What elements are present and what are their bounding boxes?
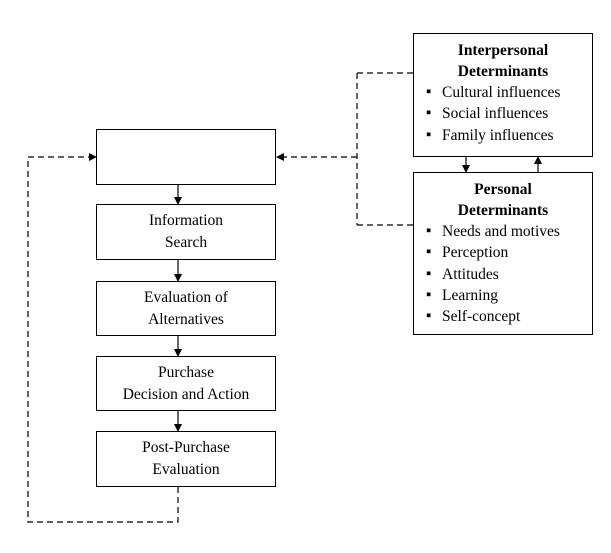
personal-list: Needs and motives Perception Attitudes L… (414, 221, 592, 328)
list-item: Learning (426, 285, 592, 307)
post-purchase-evaluation-box: Post-Purchase Evaluation (96, 431, 276, 487)
list-item: Needs and motives (426, 221, 592, 243)
list-item: Attitudes (426, 264, 592, 286)
step-4-line-1: Purchase (158, 363, 214, 381)
problem-recognition-box (96, 129, 276, 185)
personal-title-line-2: Determinants (457, 202, 549, 219)
step-3-line-1: Evaluation of (144, 288, 228, 306)
list-item: Self-concept (426, 306, 592, 328)
interpersonal-title-line-2: Determinants (457, 63, 549, 80)
list-item: Cultural influences (426, 82, 592, 104)
step-2-line-1: Information (148, 212, 224, 229)
list-item: Perception (426, 242, 592, 264)
personal-determinants-box: Personal Determinants Needs and motives … (413, 172, 593, 335)
step-4-line-2: Decision and Action (122, 385, 250, 403)
step-5-line-1: Post-Purchase (142, 439, 230, 456)
list-item: Social influences (426, 103, 592, 125)
list-item: Family influences (426, 125, 592, 147)
interpersonal-list: Cultural influences Social influences Fa… (414, 82, 592, 146)
information-search-box: Information Search (96, 204, 276, 260)
step-5-line-2: Evaluation (152, 461, 220, 478)
step-2-line-2: Search (164, 234, 208, 251)
personal-title-line-1: Personal (474, 181, 532, 198)
evaluation-of-alternatives-box: Evaluation of Alternatives (96, 281, 276, 336)
personal-title: Personal Determinants (414, 179, 592, 221)
purchase-decision-box: Purchase Decision and Action (96, 356, 276, 411)
step-3-line-2: Alternatives (148, 310, 224, 328)
interpersonal-determinants-box: Interpersonal Determinants Cultural infl… (413, 33, 593, 157)
interpersonal-title: Interpersonal Determinants (414, 40, 592, 82)
feedback-loop-dashed (27, 153, 179, 523)
interpersonal-title-line-1: Interpersonal (457, 42, 549, 59)
